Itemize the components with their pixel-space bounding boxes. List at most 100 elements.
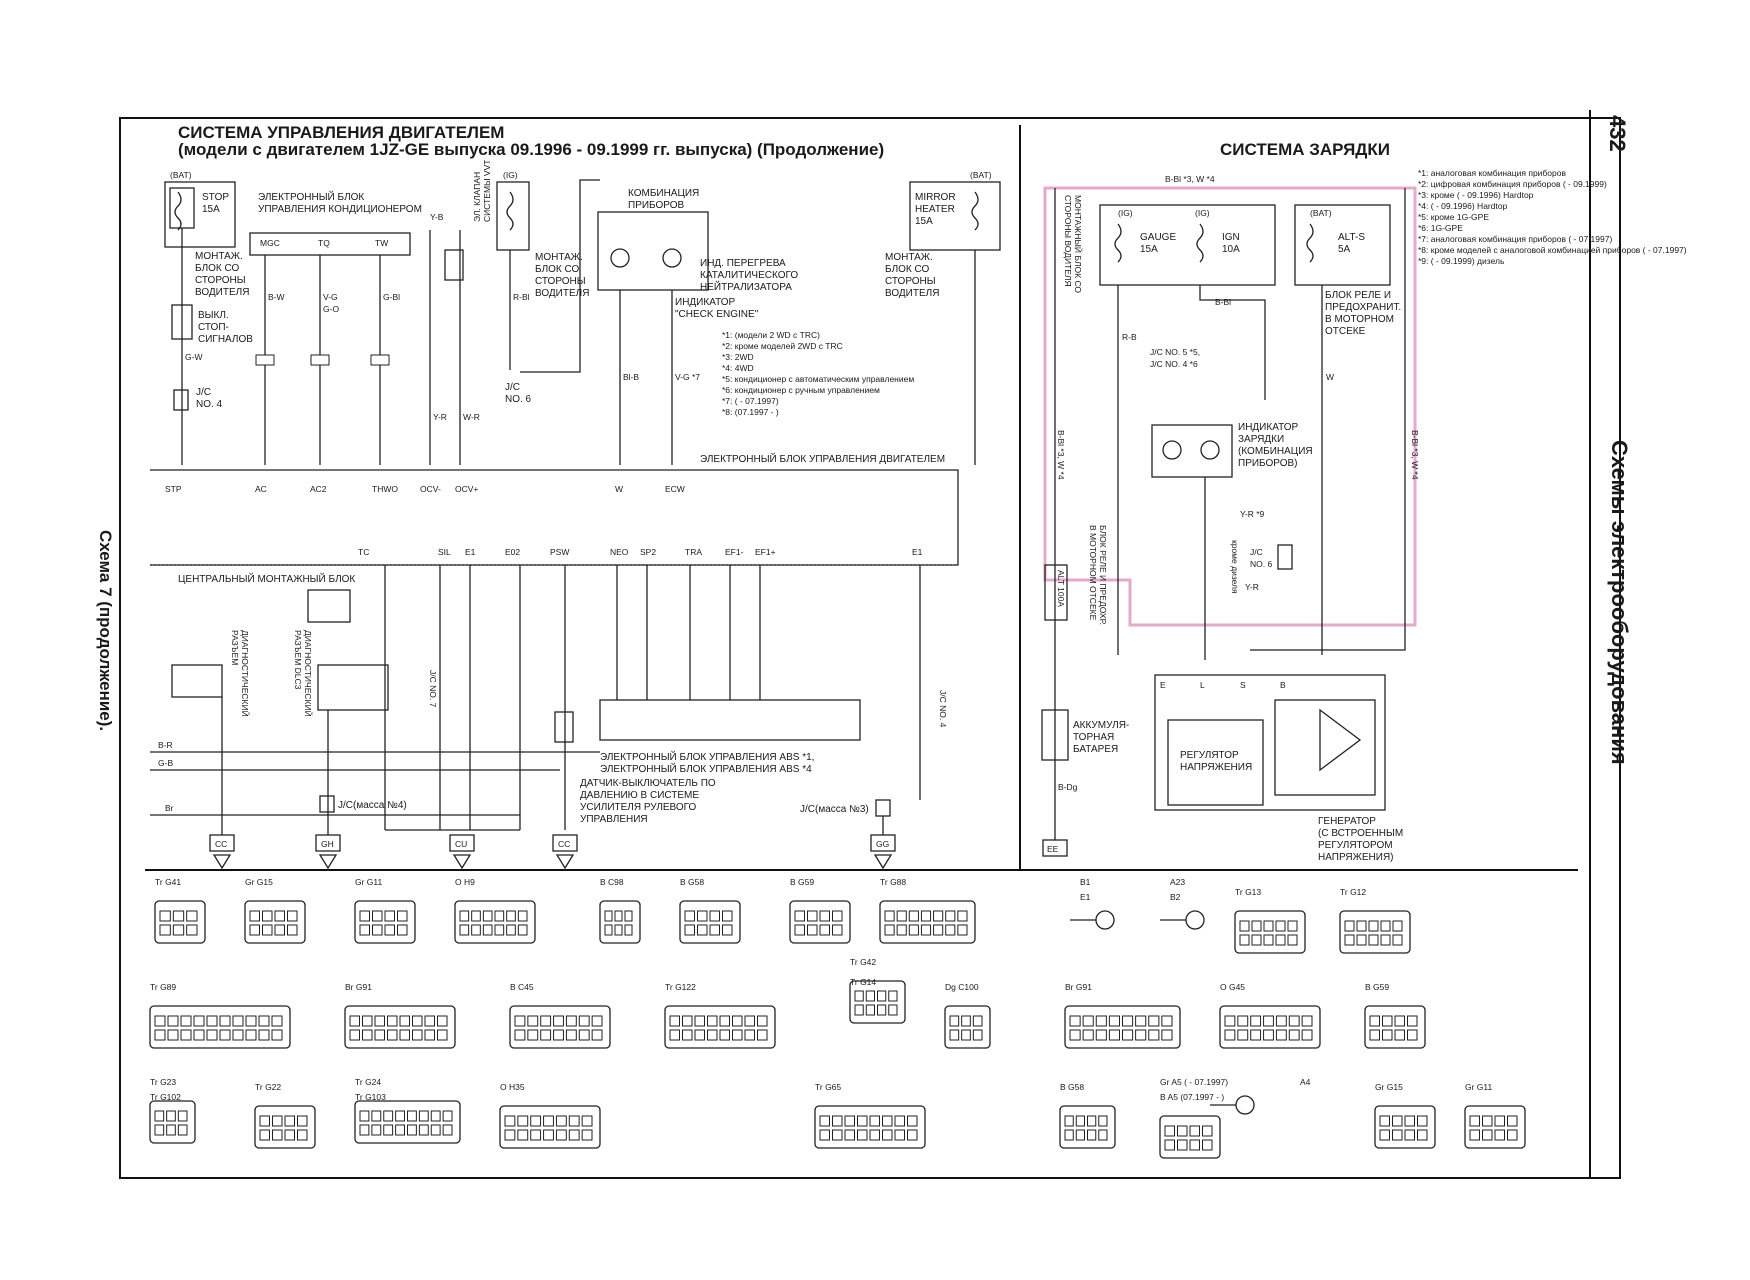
charge-ind-1: ИНДИКАТОР xyxy=(1238,422,1299,433)
connector-body-pin xyxy=(1108,1029,1120,1041)
connector-body-pin xyxy=(877,1004,887,1016)
connector-body-pin xyxy=(1148,1015,1160,1027)
connector-body-pin xyxy=(259,1115,270,1127)
connector-body-pin xyxy=(1392,1129,1403,1141)
connector-body-pin xyxy=(697,910,708,922)
connector-body-pin xyxy=(1164,1125,1175,1137)
connector-body-pin xyxy=(719,1029,730,1041)
alt100-fuse xyxy=(1044,564,1068,621)
left-title-1: СИСТЕМА УПРАВЛЕНИЯ ДВИГАТЕЛЕМ xyxy=(178,123,504,142)
connector-body-pin xyxy=(258,1029,270,1041)
except-diesel-label: кроме дизеля xyxy=(1230,540,1240,594)
ecu-pin-neo: NEO xyxy=(610,547,629,557)
gen-pin-l: L xyxy=(1200,680,1205,690)
diagram-caption: Схема 7 (продолжение). xyxy=(96,530,115,731)
connector-body-pin xyxy=(933,924,944,936)
dlc3-label-1: ДИАГНОСТИЧЕСКИЙ xyxy=(303,630,314,717)
connector-body-pin xyxy=(819,924,830,936)
connector-label: Gr G11 xyxy=(355,877,383,887)
wire-r-bl: R-Bl xyxy=(513,292,530,302)
mirror-fuse-label-3: 15A xyxy=(915,216,933,227)
ring-terminal xyxy=(1095,910,1115,930)
dash-block-2-label-1: МОНТАЖ. xyxy=(535,252,583,263)
connector-label: B G59 xyxy=(1365,982,1389,992)
connector-body-pin xyxy=(177,1110,188,1122)
connector-body-pin xyxy=(794,924,805,936)
connector-body-pin xyxy=(1108,1015,1120,1027)
connector-body-pin xyxy=(1356,920,1367,932)
connector-body-pin xyxy=(371,1110,382,1122)
connector-body-pin xyxy=(504,1115,516,1127)
connector-body-pin xyxy=(1379,1115,1390,1127)
connector-body-pin xyxy=(1075,1115,1085,1127)
connector-body-pin xyxy=(844,1115,855,1127)
connector-body-pin xyxy=(920,924,932,936)
connector-body-pin xyxy=(1250,1015,1262,1027)
connector-body-pin xyxy=(744,1015,755,1027)
connector-body-pin xyxy=(1392,1115,1403,1127)
connector-body-pin xyxy=(372,924,383,936)
jc6-right-1: J/C xyxy=(1250,547,1263,557)
connector-body-pin xyxy=(869,1115,880,1127)
abs-ecu-label-1: ЭЛЕКТРОННЫЙ БЛОК УПРАВЛЕНИЯ ABS *1, xyxy=(600,750,814,763)
cat-label-2: КАТАЛИТИЧЕСКОГО xyxy=(700,270,798,281)
connector-body-pin xyxy=(1507,1129,1518,1141)
connector-body-pin xyxy=(482,910,493,922)
connector-body-pin xyxy=(219,1015,231,1027)
alt100-label: ALT 100A xyxy=(1056,570,1066,607)
connector-body-pin xyxy=(682,1015,693,1027)
connector-body-pin xyxy=(517,924,528,936)
connector-label: Tr G23 xyxy=(150,1077,176,1087)
connector-body-pin xyxy=(757,1029,768,1041)
connector-body-pin xyxy=(1392,934,1403,946)
connector-body-pin xyxy=(1494,1129,1505,1141)
connector-body-pin xyxy=(744,1029,755,1041)
connector-body-pin xyxy=(437,1029,448,1041)
connector-body xyxy=(244,900,306,944)
connector-body-pin xyxy=(694,1029,705,1041)
connector-body-pin xyxy=(907,1115,918,1127)
wire-y-b: Y-B xyxy=(430,212,444,222)
connector-body-pin xyxy=(374,1029,385,1041)
connector-body-pin xyxy=(1344,934,1355,946)
connector-body-pin xyxy=(1382,1015,1393,1027)
wire-b-r: B-R xyxy=(158,740,173,750)
connector-body-pin xyxy=(359,910,370,922)
connector-label: B G58 xyxy=(680,877,704,887)
jc6-label-1: J/C xyxy=(505,382,520,393)
ac-ecu-box xyxy=(249,232,411,256)
wire-v-g: V-G xyxy=(323,292,338,302)
jc-mass3-label: J/C(масса №3) xyxy=(800,804,869,815)
left-note-3: *3: 2WD xyxy=(722,352,754,362)
connector-body-pin xyxy=(418,1124,429,1136)
cat-label-3: НЕЙТРАЛИЗАТОРА xyxy=(700,280,792,293)
connector-body-pin xyxy=(387,1029,398,1041)
connector-body-pin xyxy=(882,1129,893,1141)
gauge-label: GAUGE xyxy=(1140,232,1176,243)
connector-body-pin xyxy=(1380,920,1391,932)
connector-body-pin xyxy=(819,1115,830,1127)
generator-box xyxy=(1154,674,1386,811)
vvt-solenoid xyxy=(444,249,464,281)
connector-body-pin xyxy=(854,990,864,1002)
connector-body-pin xyxy=(957,924,968,936)
connector-body-pin xyxy=(540,1029,552,1041)
connector-body-pin xyxy=(907,1129,918,1141)
gen-pin-b: B xyxy=(1280,680,1286,690)
connector-body xyxy=(344,1005,456,1049)
connector-body-pin xyxy=(1224,1015,1236,1027)
connector-label: B G59 xyxy=(790,877,814,887)
connector-body-pin xyxy=(1407,1015,1418,1027)
connector-body-pin xyxy=(832,910,843,922)
connector-body-pin xyxy=(1098,1115,1108,1127)
connector-body-pin xyxy=(722,910,733,922)
left-note-7: *7: ( - 07.1997) xyxy=(722,396,779,406)
connector-body-pin xyxy=(1288,1029,1300,1041)
connector-body-pin xyxy=(258,1015,270,1027)
ecu-pin-sil: SIL xyxy=(438,547,451,557)
connector-body-pin xyxy=(945,924,956,936)
connector-body-pin xyxy=(395,1110,405,1122)
connector-body xyxy=(149,1100,196,1144)
connector-body-pin xyxy=(1237,1015,1249,1027)
connector-body-pin xyxy=(245,1029,257,1041)
